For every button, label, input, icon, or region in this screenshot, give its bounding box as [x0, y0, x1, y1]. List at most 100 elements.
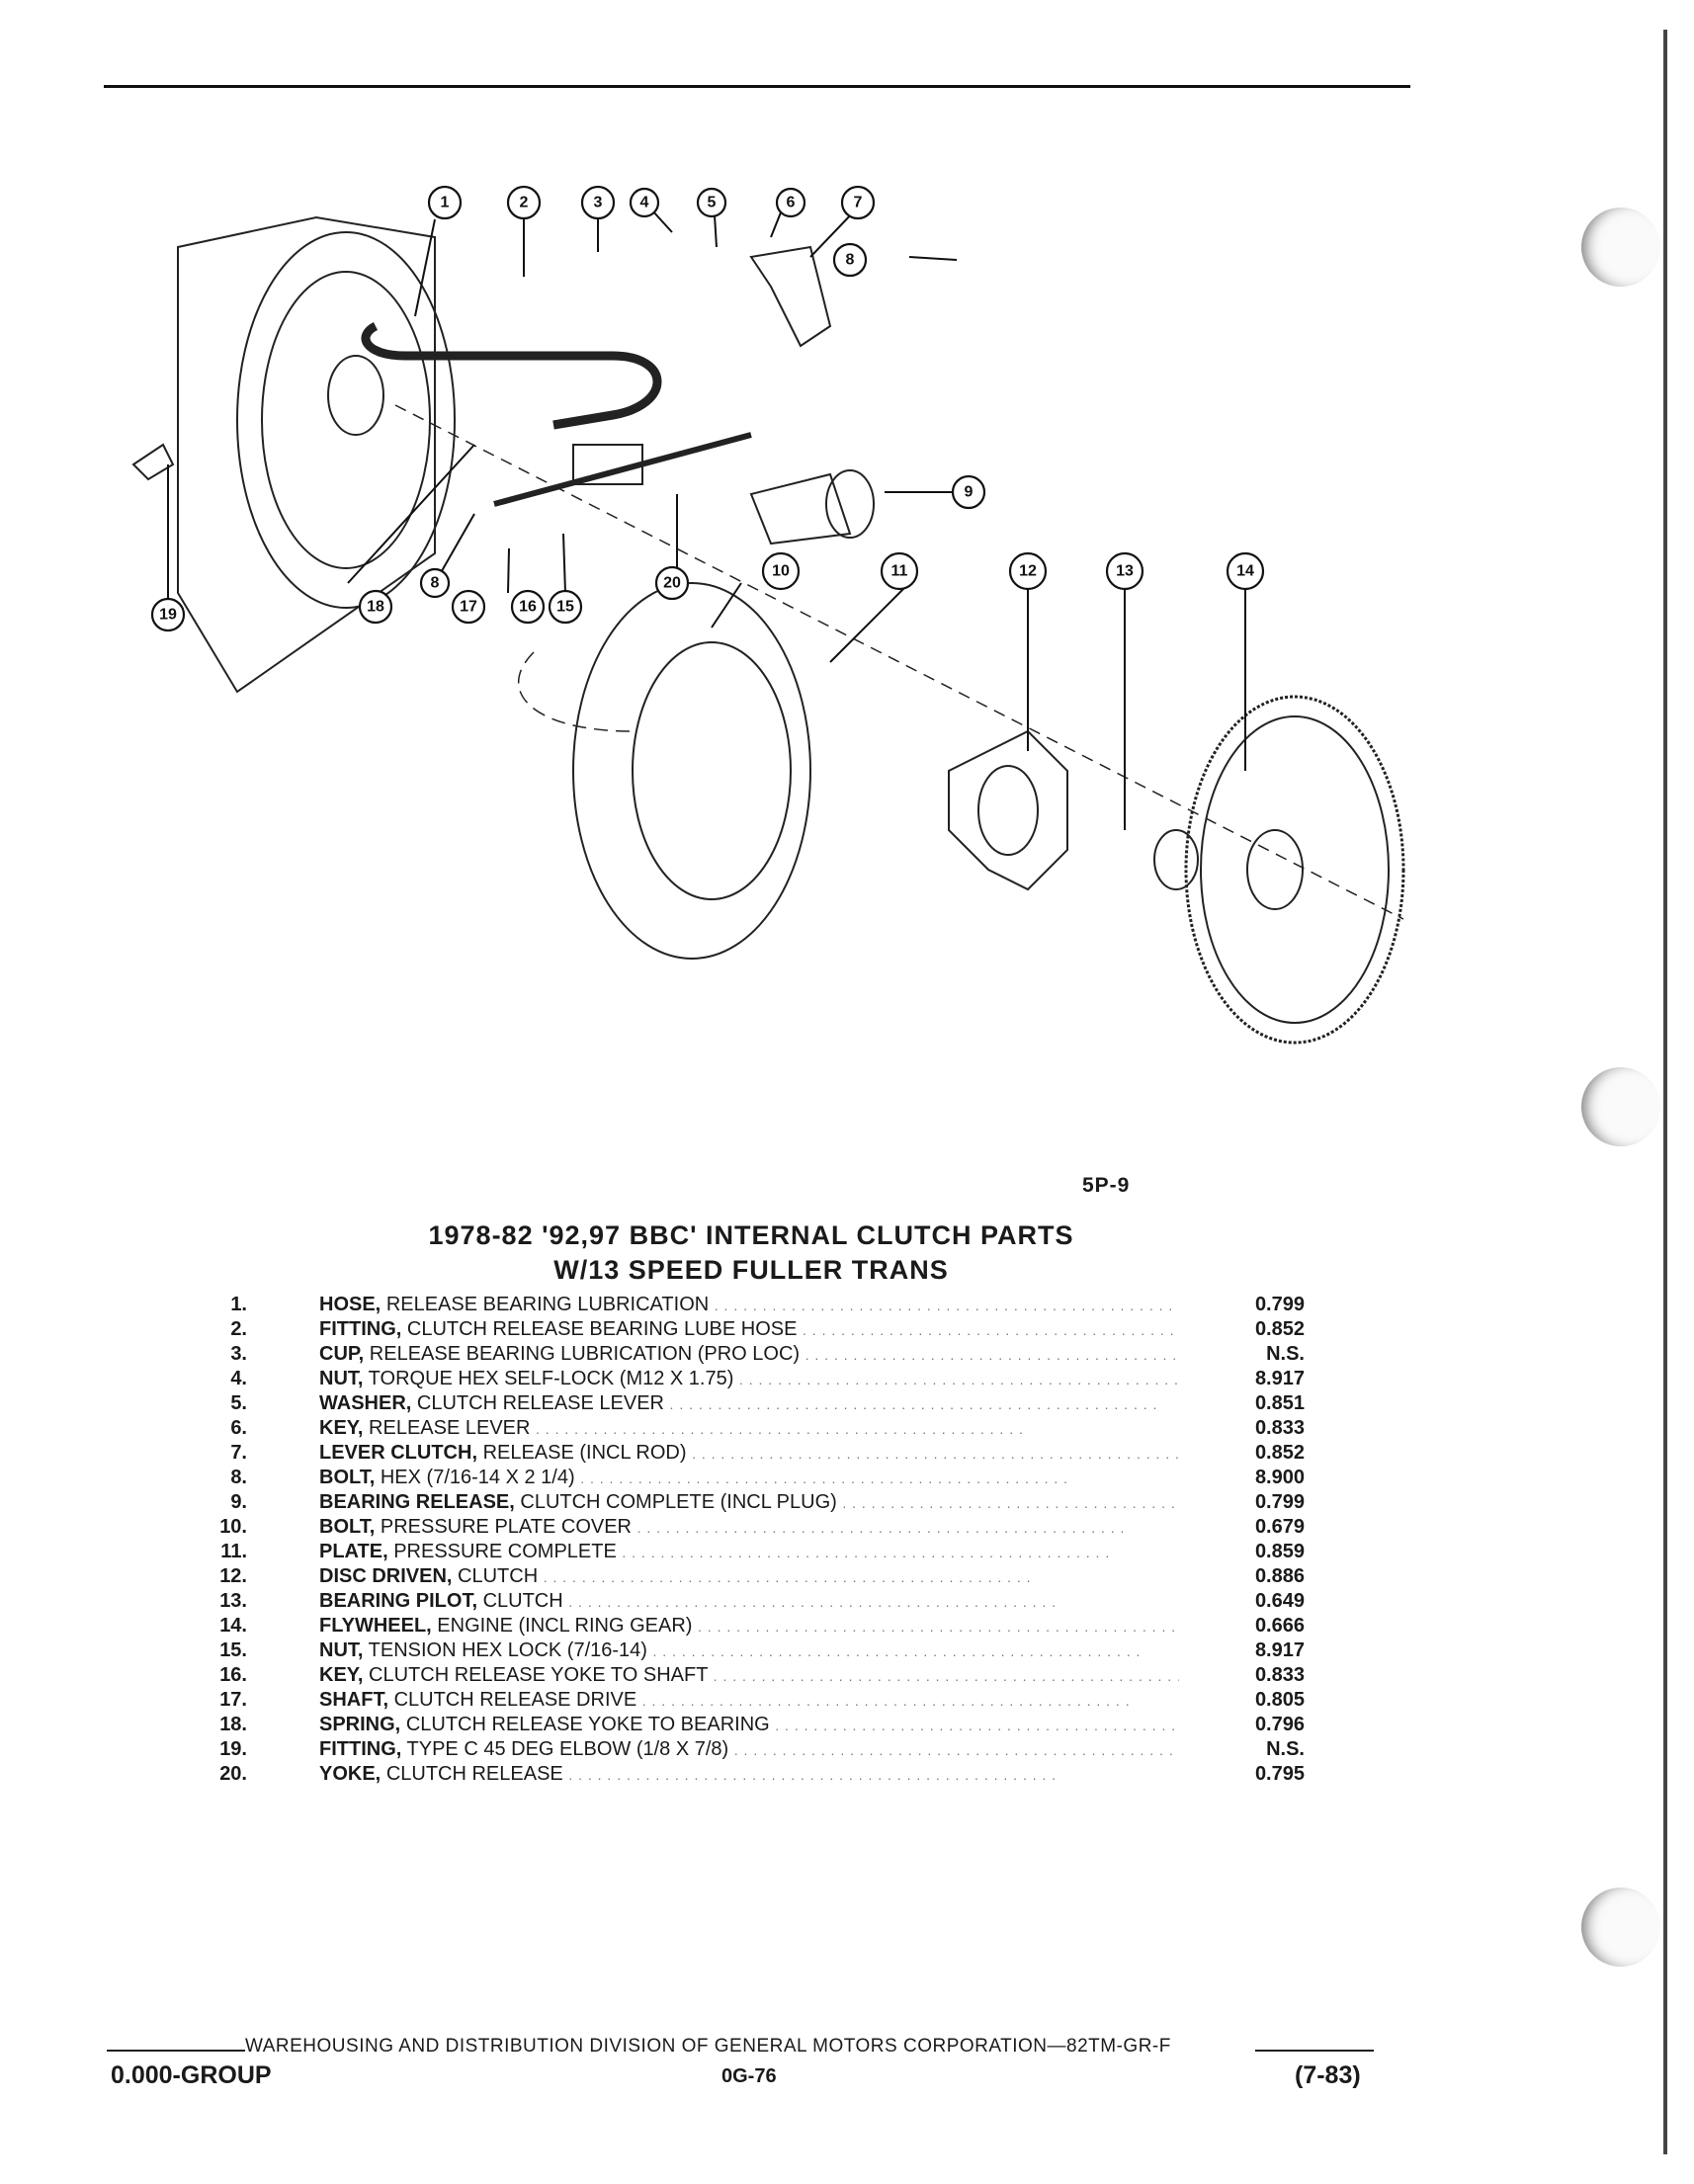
part-code: 0.852: [1254, 1318, 1305, 1340]
flywheel-ring-gear: [1184, 695, 1405, 1045]
part-number: 5.: [230, 1392, 247, 1414]
leader-dots: . . . . . . . . . . . . . . . . . . . . …: [543, 1569, 1032, 1585]
release-yoke: [572, 444, 643, 485]
part-detail: CLUTCH RELEASE YOKE TO SHAFT: [369, 1664, 709, 1686]
part-code: 0.795: [1254, 1763, 1305, 1785]
leader-lines: [167, 207, 1246, 830]
part-number: 1.: [230, 1294, 247, 1315]
part-name: PLATE,: [319, 1541, 388, 1562]
part-number: 4.: [230, 1368, 247, 1389]
part-code: 0.796: [1254, 1714, 1305, 1735]
svg-text:14: 14: [1236, 563, 1254, 580]
part-detail: CLUTCH RELEASE: [385, 1763, 563, 1785]
section-title-line2: W/13 SPEED FULLER TRANS: [553, 1255, 949, 1285]
part-number: 17.: [219, 1689, 247, 1711]
part-row: 2.FITTING, CLUTCH RELEASE BEARING LUBE H…: [198, 1317, 1305, 1342]
part-name: YOKE,: [319, 1763, 381, 1785]
part-detail: CLUTCH: [482, 1590, 563, 1612]
part-description: BOLT, HEX (7/16-14 X 2 1/4) . . . . . . …: [319, 1466, 1179, 1491]
part-row: 9.BEARING RELEASE, CLUTCH COMPLETE (INCL…: [198, 1490, 1305, 1516]
svg-text:8: 8: [846, 252, 855, 269]
svg-text:6: 6: [787, 195, 796, 211]
svg-text:2: 2: [520, 195, 529, 211]
leader-dots: . . . . . . . . . . . . . . . . . . . . …: [568, 1594, 1058, 1610]
callout-19: 19: [150, 597, 186, 632]
part-description: BEARING RELEASE, CLUTCH COMPLETE (INCL P…: [319, 1490, 1179, 1516]
callout-20: 20: [654, 565, 690, 601]
callout-1: 1: [427, 185, 463, 220]
part-number: 11.: [220, 1541, 247, 1562]
part-row: 15. NUT, TENSION HEX LOCK (7/16-14) . . .…: [198, 1638, 1305, 1664]
part-description: YOKE, CLUTCH RELEASE . . . . . . . . . .…: [319, 1762, 1179, 1788]
part-name: LEVER CLUTCH,: [319, 1442, 477, 1464]
section-title-line1: 1978-82 '92,97 BBC' INTERNAL CLUTCH PART…: [428, 1220, 1074, 1250]
transmission-housing-outline: [177, 215, 436, 694]
part-code: 8.917: [1254, 1368, 1305, 1389]
bolt-path: [517, 651, 634, 732]
release-lever: [749, 245, 832, 348]
leader-dots: . . . . . . . . . . . . . . . . . . . . …: [775, 1718, 1179, 1733]
part-detail: CLUTCH RELEASE DRIVE: [393, 1689, 637, 1711]
part-name: DISC DRIVEN,: [319, 1565, 453, 1587]
svg-text:4: 4: [640, 195, 649, 211]
leader-dots: . . . . . . . . . . . . . . . . . . . . …: [738, 1372, 1179, 1387]
callout-14: 14: [1226, 551, 1265, 591]
part-description: DISC DRIVEN, CLUTCH . . . . . . . . . . …: [319, 1564, 1179, 1590]
part-description: NUT, TORQUE HEX SELF-LOCK (M12 X 1.75) .…: [319, 1367, 1179, 1392]
parts-list: 1. HOSE, RELEASE BEARING LUBRICATION . . …: [198, 1293, 1305, 1788]
part-description: FLYWHEEL, ENGINE (INCL RING GEAR) . . . …: [319, 1614, 1179, 1639]
svg-text:10: 10: [772, 563, 790, 580]
svg-text:5: 5: [708, 195, 717, 211]
part-detail: CLUTCH RELEASE LEVER: [416, 1392, 664, 1414]
part-code: 8.900: [1254, 1467, 1305, 1488]
svg-text:8: 8: [431, 575, 440, 592]
part-code: 0.833: [1254, 1664, 1305, 1686]
callout-12: 12: [1008, 551, 1048, 591]
part-description: HOSE, RELEASE BEARING LUBRICATION . . . …: [319, 1293, 1179, 1318]
part-number: 3.: [230, 1343, 247, 1365]
callout-6: 6: [775, 187, 806, 218]
footer-division: WAREHOUSING AND DISTRIBUTION DIVISION OF…: [245, 2036, 1171, 2057]
part-number: 12.: [219, 1565, 247, 1587]
leader-dots: . . . . . . . . . . . . . . . . . . . . …: [622, 1545, 1111, 1560]
part-name: WASHER,: [319, 1392, 412, 1414]
pilot-bearing: [1153, 829, 1199, 890]
part-detail: RELEASE (INCL ROD): [482, 1442, 687, 1464]
leader-dots: . . . . . . . . . . . . . . . . . . . . …: [641, 1693, 1131, 1709]
part-detail: PRESSURE COMPLETE: [393, 1541, 617, 1562]
part-detail: CLUTCH RELEASE YOKE TO BEARING: [405, 1714, 770, 1735]
leader-dots: . . . . . . . . . . . . . . . . . . . . …: [652, 1643, 1142, 1659]
part-number: 6.: [230, 1417, 247, 1439]
part-row: 7.LEVER CLUTCH, RELEASE (INCL ROD) . . .…: [198, 1441, 1305, 1467]
part-number: 14.: [219, 1615, 247, 1637]
part-name: SPRING,: [319, 1714, 401, 1735]
footer-group: 0.000-GROUP: [111, 2061, 272, 2089]
part-name: HOSE,: [319, 1294, 381, 1315]
release-shaft: [493, 432, 752, 507]
part-description: NUT, TENSION HEX LOCK (7/16-14) . . . . …: [319, 1638, 1179, 1664]
part-description: LEVER CLUTCH, RELEASE (INCL ROD) . . . .…: [319, 1441, 1179, 1467]
pressure-plate: [572, 582, 811, 960]
svg-text:20: 20: [663, 575, 681, 592]
callout-2: 2: [506, 185, 542, 220]
part-row: 11. PLATE, PRESSURE COMPLETE . . . . . . …: [198, 1540, 1305, 1564]
binder-hole-bottom: [1581, 1888, 1660, 1967]
part-detail: CLUTCH: [458, 1565, 539, 1587]
leader-dots: . . . . . . . . . . . . . . . . . . . . …: [580, 1470, 1069, 1486]
part-code: 0.649: [1254, 1590, 1305, 1612]
callout-8-top: 8: [832, 242, 868, 278]
leader-dots: . . . . . . . . . . . . . . . . . . . . …: [803, 1322, 1179, 1338]
part-number: 15.: [219, 1639, 247, 1661]
centerline: [394, 404, 1404, 920]
part-description: FITTING, TYPE C 45 DEG ELBOW (1/8 X 7/8)…: [319, 1737, 1179, 1763]
part-row: 20.YOKE, CLUTCH RELEASE . . . . . . . . …: [198, 1762, 1305, 1788]
svg-text:9: 9: [965, 484, 974, 501]
part-detail: ENGINE (INCL RING GEAR): [437, 1615, 693, 1637]
part-description: CUP, RELEASE BEARING LUBRICATION (PRO LO…: [319, 1342, 1179, 1368]
part-name: NUT,: [319, 1368, 364, 1389]
part-code: 0.799: [1254, 1491, 1305, 1513]
part-name: KEY,: [319, 1664, 364, 1686]
svg-text:11: 11: [891, 563, 908, 580]
part-code: N.S.: [1266, 1738, 1305, 1760]
part-code: 0.833: [1254, 1417, 1305, 1439]
